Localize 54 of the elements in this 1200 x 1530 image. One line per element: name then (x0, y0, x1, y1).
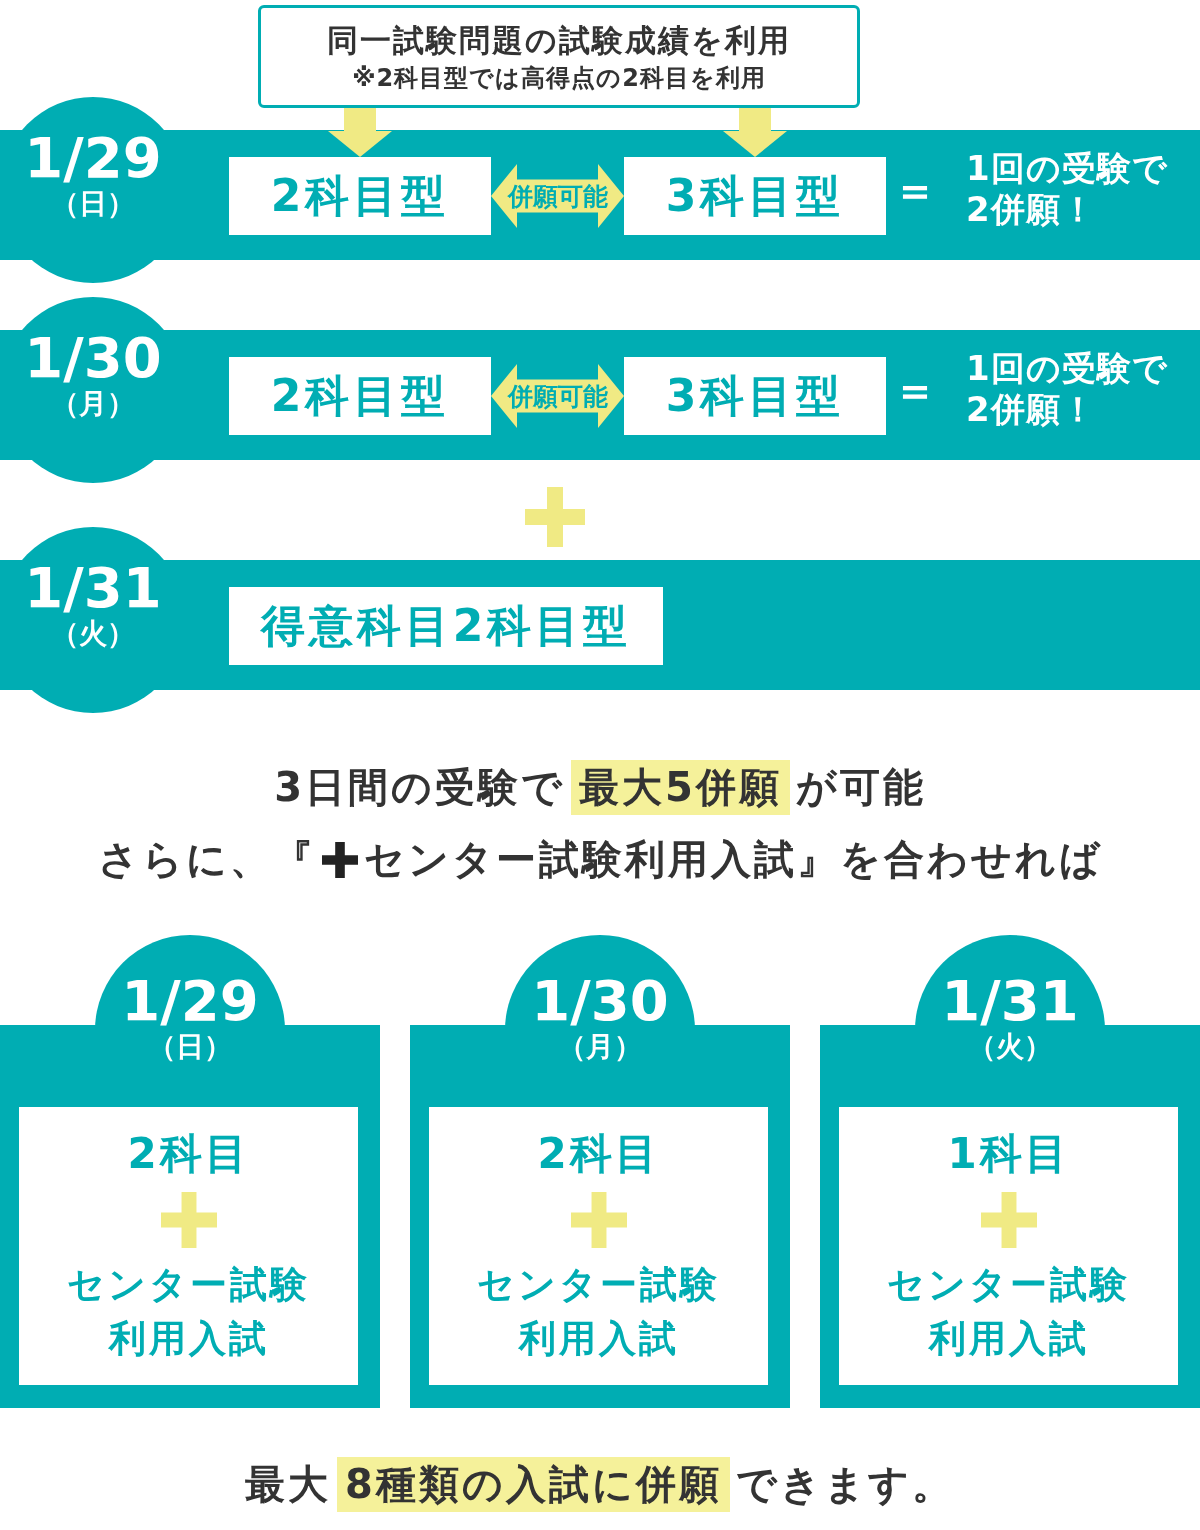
weekday-text: （火） (51, 618, 135, 650)
exam-type-text: 3科目型 (665, 168, 845, 223)
weekday-text: （月） (558, 1031, 642, 1063)
exam-type-text: 2科目型 (270, 368, 450, 423)
exam-type-text: 得意科目2科目型 (260, 598, 632, 653)
date-text: 1/31 (941, 970, 1079, 1032)
exam-name-text: センター試験利用入試 (66, 1262, 311, 1362)
note-box (258, 5, 860, 108)
exam-box (429, 1107, 768, 1385)
date-text: 1/29 (24, 127, 162, 189)
exam-box (839, 1107, 1178, 1385)
subject-count-text: 2科目 (537, 1128, 660, 1181)
exam-type-box (229, 587, 663, 665)
arrow (723, 108, 787, 157)
exam-box (19, 1107, 358, 1385)
subject-count-text: 1科目 (947, 1128, 1070, 1181)
conclusion-text: できます。 (735, 1460, 955, 1509)
weekday-text: （日） (148, 1031, 232, 1063)
highlighted-text: 最大5併願 (571, 760, 790, 815)
result-text: 1回の受験で2併願！ (966, 348, 1169, 430)
date-text: 1/30 (531, 970, 669, 1032)
date-band (0, 527, 1200, 713)
exam-type-box (624, 357, 886, 435)
summary-text: が可能 (795, 763, 926, 812)
weekday-text: （月） (51, 388, 135, 420)
exam-type-box (229, 357, 491, 435)
date-card (0, 935, 380, 1408)
subject-count-text: 2科目 (127, 1128, 250, 1181)
note-text: ※2科目型では高得点の2科目を利用 (352, 62, 766, 94)
summary-text: さらに、『 (97, 835, 316, 884)
exam-type-box (624, 157, 886, 235)
date-band (0, 97, 1200, 283)
exam-type-text: 2科目型 (270, 168, 450, 223)
summary-text: センター試験利用入試』を合わせれば (363, 835, 1103, 884)
date-text: 1/31 (24, 557, 162, 619)
date-card (820, 935, 1200, 1408)
equals-sign: ＝ (893, 368, 937, 412)
exam-name-text: センター試験利用入試 (476, 1262, 721, 1362)
exam-name-text: センター試験利用入試 (886, 1262, 1131, 1362)
exam-type-text: 3科目型 (665, 368, 845, 423)
result-text: 1回の受験で2併願！ (966, 148, 1169, 230)
weekday-text: （日） (51, 188, 135, 220)
exam-type-box (229, 157, 491, 235)
conclusion-text: 最大 (245, 1460, 332, 1509)
summary-text: 3日間の受験で (274, 763, 565, 812)
highlighted-text: 8種類の入試に併願 (337, 1457, 730, 1512)
weekday-text: （火） (968, 1031, 1052, 1063)
date-card (410, 935, 790, 1408)
arrow (328, 108, 392, 157)
date-text: 1/29 (121, 970, 259, 1032)
date-text: 1/30 (24, 327, 162, 389)
note-heading: 同一試験問題の試験成績を利用 (327, 20, 791, 60)
equals-sign: ＝ (893, 168, 937, 212)
date-band (0, 297, 1200, 483)
